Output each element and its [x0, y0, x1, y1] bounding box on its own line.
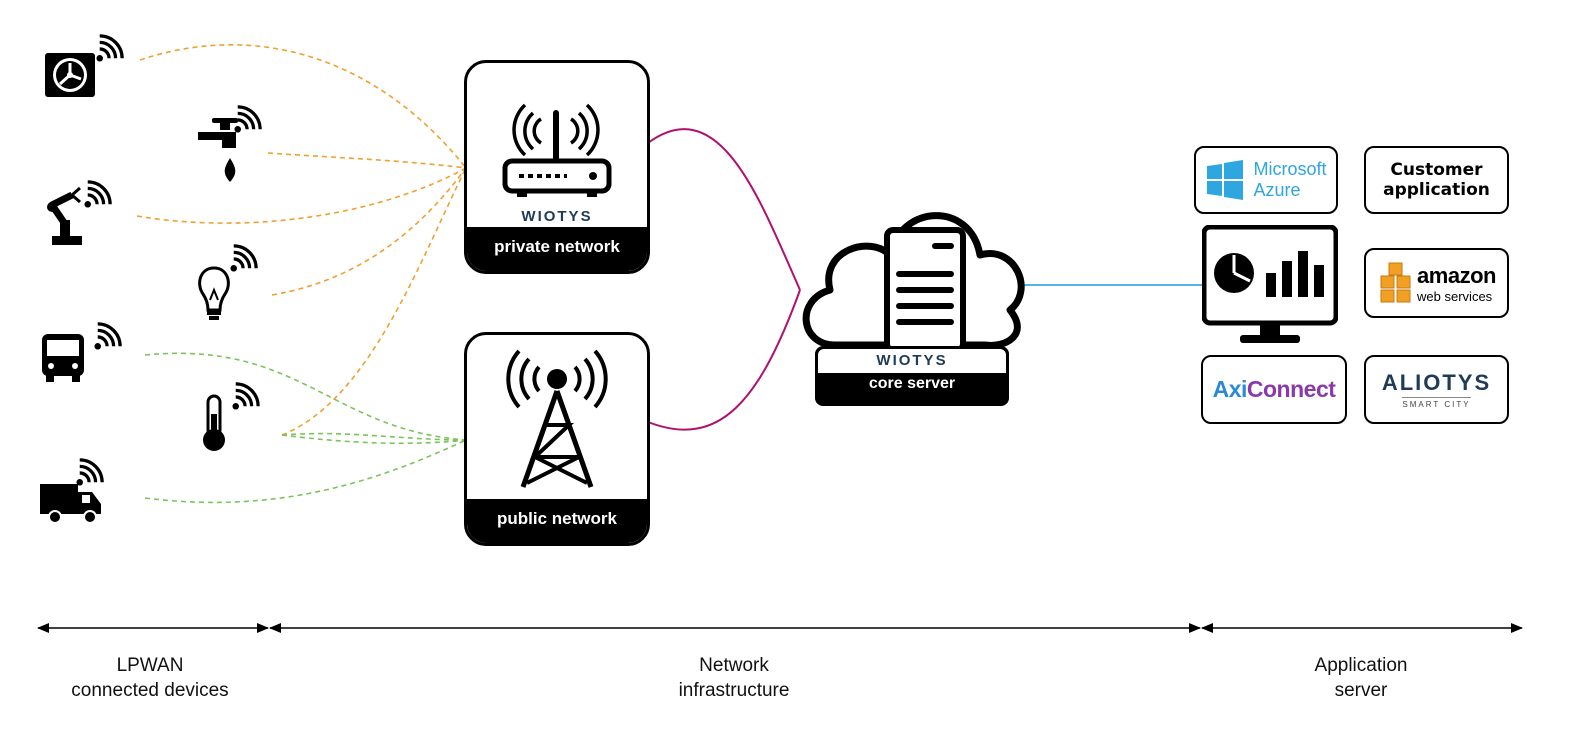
router-icon — [502, 103, 612, 197]
public-network-label: public network — [467, 499, 647, 543]
windows-logo-icon — [1207, 160, 1244, 200]
wiotys-logo: WIOTYS — [521, 208, 593, 225]
wiotys-logo: WIOTYS — [876, 352, 948, 369]
link-thermo-public-2 — [281, 432, 467, 441]
app-axiconnect[interactable]: AxiConnect — [1201, 355, 1347, 424]
thermometer-icon — [203, 382, 260, 451]
link-bus-public — [144, 352, 467, 441]
private-links — [136, 44, 467, 436]
private-network-label: private network — [467, 227, 647, 271]
cloud-server-icon — [802, 212, 1025, 350]
link-tap-private — [267, 152, 467, 169]
azure-line2: Azure — [1253, 180, 1301, 200]
truck-icon — [40, 458, 104, 524]
fan-unit-icon — [45, 34, 124, 97]
link-truck-public — [144, 439, 467, 504]
public-network-node[interactable]: public network — [464, 332, 650, 546]
section-label-infrastructure: Network infrastructure — [614, 653, 854, 703]
core-server-base: WIOTYS core server — [815, 346, 1009, 406]
cell-tower-icon — [506, 349, 608, 488]
amazon-line1: amazon — [1417, 262, 1496, 288]
aliotys-name: ALIOTYS — [1381, 369, 1492, 395]
axiconnect-part2: Connect — [1246, 376, 1336, 402]
link-public-core — [647, 289, 801, 431]
aws-cubes-icon — [1380, 262, 1411, 303]
dashboard-monitor — [1201, 224, 1339, 347]
section-label-application: Application server — [1241, 653, 1481, 703]
core-server-node[interactable]: WIOTYS core server — [795, 190, 1027, 410]
infrastructure-label-line2: infrastructure — [678, 680, 790, 701]
link-robot-private — [136, 167, 467, 224]
link-thermo-private — [281, 167, 467, 436]
infrastructure-label-line1: Network — [699, 655, 769, 676]
bus-icon — [42, 322, 122, 382]
application-label-line1: Application — [1314, 655, 1408, 676]
customer-line1: Customer — [1390, 160, 1483, 180]
azure-line1: Microsoft — [1253, 159, 1327, 179]
app-microsoft-azure[interactable]: Microsoft Azure — [1194, 146, 1338, 214]
aliotys-tagline: SMART CITY — [1402, 396, 1471, 409]
app-aliotys[interactable]: ALIOTYS SMART CITY — [1364, 355, 1509, 424]
core-server-brand-panel: WIOTYS — [818, 349, 1006, 373]
link-bulb-private — [271, 167, 467, 296]
link-fan-private — [139, 44, 467, 169]
customer-line2: application — [1383, 180, 1490, 200]
public-links — [144, 352, 467, 504]
water-tap-icon — [198, 105, 262, 182]
light-bulb-icon — [198, 244, 258, 320]
devices-label-line2: connected devices — [71, 680, 229, 701]
robot-arm-icon — [47, 180, 112, 245]
link-private-core — [647, 128, 801, 291]
backhaul-links — [647, 128, 801, 431]
amazon-line2: web services — [1417, 288, 1493, 304]
app-customer-application[interactable]: Customer application — [1364, 146, 1509, 214]
app-amazon-web-services[interactable]: amazon web services — [1364, 248, 1509, 318]
analytics-monitor-icon — [1201, 224, 1339, 343]
devices-label-line1: LPWAN — [116, 655, 184, 676]
link-thermo-public — [281, 434, 467, 445]
private-network-node[interactable]: WIOTYS private network — [464, 60, 650, 274]
section-label-devices: LPWAN connected devices — [30, 653, 270, 703]
axiconnect-part1: Axi — [1212, 376, 1248, 402]
application-label-line2: server — [1334, 680, 1388, 701]
core-server-label: core server — [868, 375, 956, 392]
